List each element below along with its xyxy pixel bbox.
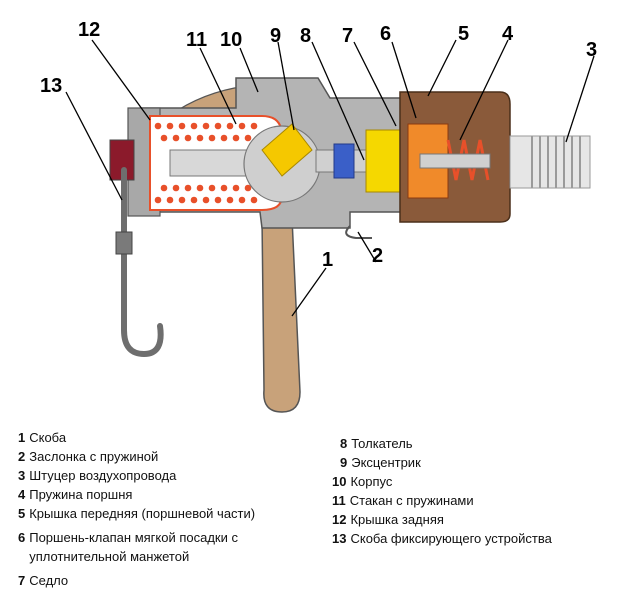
- callout-6: 6: [380, 23, 391, 45]
- leader-lines: [65, 39, 595, 317]
- fixing-bracket-sleeve: [115, 231, 133, 255]
- fixing-bracket: [121, 167, 164, 358]
- air-fitting: [509, 135, 591, 189]
- lever: [261, 217, 301, 413]
- callout-13: 13: [40, 75, 62, 97]
- callout-1: 1: [322, 249, 333, 271]
- callout-9: 9: [270, 25, 281, 47]
- valve-seat: [365, 129, 401, 193]
- callout-4: 4: [502, 23, 514, 45]
- flap-spring: [345, 225, 372, 239]
- piston-stem: [419, 153, 491, 169]
- callout-12: 12: [78, 19, 100, 41]
- eccentric-cam: [261, 123, 313, 177]
- callout-7: 7: [342, 25, 353, 47]
- callout-2: 2: [372, 245, 383, 267]
- callout-11: 11: [186, 29, 207, 51]
- callout-3: 3: [586, 39, 597, 61]
- springs-bottom: [154, 184, 258, 204]
- fitting-threads: [531, 136, 581, 188]
- callout-8: 8: [300, 25, 311, 47]
- callout-10: 10: [220, 29, 242, 51]
- callout-5: 5: [458, 23, 469, 45]
- pusher-seal: [333, 143, 355, 179]
- springs-top: [154, 122, 258, 142]
